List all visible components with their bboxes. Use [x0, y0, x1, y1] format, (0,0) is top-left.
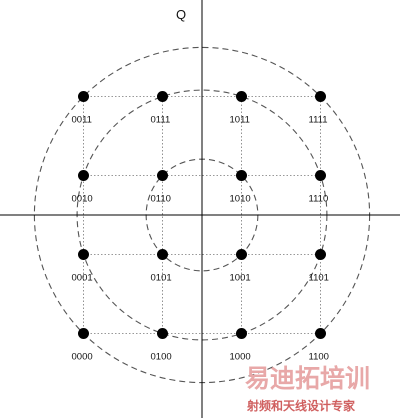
- watermark: 易迪拓培训 射频和天线设计专家: [245, 364, 370, 413]
- constellation-point-1111: [315, 91, 326, 102]
- constellation-point-1110: [315, 170, 326, 181]
- grid-lines: [83, 96, 321, 334]
- point-label-0110: 0110: [151, 194, 171, 205]
- constellation-point-1001: [236, 249, 247, 260]
- point-label-0101: 0101: [151, 273, 172, 284]
- constellation-point-1101: [315, 249, 326, 260]
- constellation-point-1100: [315, 328, 326, 339]
- point-label-1100: 1100: [309, 352, 329, 363]
- point-label-1001: 1001: [230, 273, 251, 284]
- constellation-point-1000: [236, 328, 247, 339]
- constellation-point-0101: [157, 249, 168, 260]
- point-label-0001: 0001: [72, 273, 93, 284]
- point-label-0011: 0011: [72, 115, 92, 126]
- constellation-point-1011: [236, 91, 247, 102]
- constellation-point-0000: [78, 328, 89, 339]
- point-label-0010: 0010: [72, 194, 93, 205]
- constellation-point-1010: [236, 170, 247, 181]
- point-label-1000: 1000: [230, 352, 251, 363]
- point-label-1111: 1111: [309, 115, 328, 126]
- watermark-title: 易迪拓培训: [245, 364, 370, 393]
- constellation-point-0110: [157, 170, 168, 181]
- constellation-points: 0011 0111 1011 1111 0010 0110 1010 1110 0001 0101…: [72, 91, 329, 363]
- constellation-point-0001: [78, 249, 89, 260]
- point-label-1110: 1110: [309, 194, 329, 205]
- point-label-0000: 0000: [72, 352, 93, 363]
- constellation-point-0111: [157, 91, 168, 102]
- point-label-1101: 1101: [309, 273, 329, 284]
- q-axis-label: Q: [176, 7, 186, 22]
- constellation-point-0010: [78, 170, 89, 181]
- watermark-subtitle: 射频和天线设计专家: [246, 398, 356, 413]
- point-label-1010: 1010: [230, 194, 251, 205]
- point-label-1011: 1011: [230, 115, 250, 126]
- constellation-point-0011: [78, 91, 89, 102]
- point-label-0100: 0100: [151, 352, 172, 363]
- point-label-0111: 0111: [151, 115, 171, 126]
- constellation-point-0100: [157, 328, 168, 339]
